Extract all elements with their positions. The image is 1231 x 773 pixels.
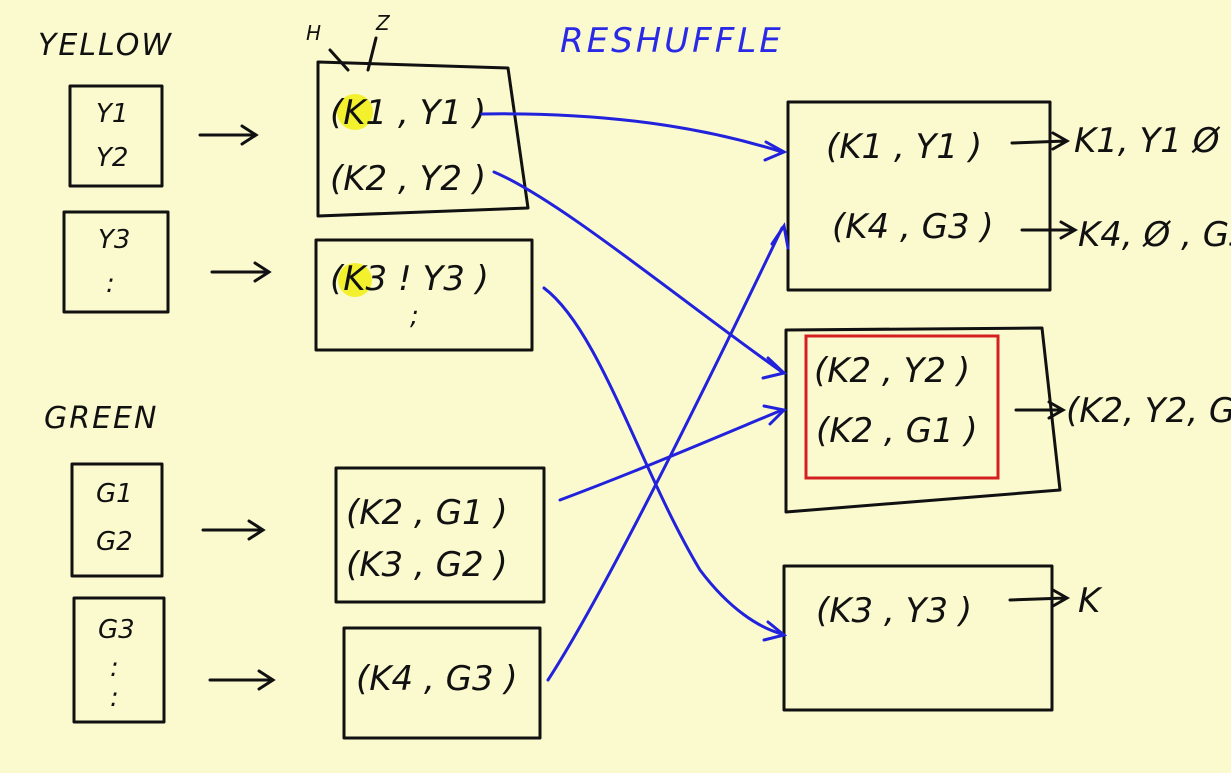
yellow-key-highlight-1 — [337, 94, 373, 130]
green-block-1-line-1: G1 — [96, 479, 133, 509]
green-keyed-2-line-1: (K4 , G3 ) — [356, 659, 518, 699]
green-block-2-line-1: G3 — [98, 615, 135, 645]
yellow-label: YELLOW — [38, 28, 173, 63]
shuffle-arrow-k2y2-to-bucket-2 — [492, 170, 784, 374]
bucket-1-result-2: K4, Ø , G3 — [1078, 215, 1231, 255]
shuffle-arrowhead-5 — [770, 222, 790, 250]
yellow-block-1 — [68, 84, 164, 188]
yellow-keyed-1-line-2: (K2 , Y2 ) — [330, 159, 486, 199]
green-map-arrow-1 — [201, 519, 266, 541]
yellow-block-1-line-1: Y1 — [96, 99, 128, 129]
yellow-block-1-line-2: Y2 — [96, 143, 128, 173]
bucket-2-group-highlight — [804, 334, 1000, 480]
yellow-map-arrow-2 — [210, 261, 272, 283]
shuffle-arrow-k2g1-to-bucket-2 — [558, 408, 784, 502]
bucket-2-result-text: (K2, Y2, G1 — [1066, 391, 1231, 431]
yellow-keyed-2-line-2: ; — [410, 301, 419, 331]
shuffle-arrowhead-3 — [762, 620, 788, 642]
yellow-map-arrow-1 — [198, 124, 259, 146]
bucket-3 — [782, 564, 1054, 712]
bucket-1-result-arrow-2 — [1020, 220, 1079, 240]
bucket-1-result-arrow-1 — [1010, 131, 1071, 151]
yellow-keyed-1-line-1: (K1 , Y1 ) — [330, 93, 486, 133]
header-mark-h: H — [306, 21, 321, 45]
green-keyed-1-line-1: (K2 , G1 ) — [346, 493, 508, 533]
bucket-2 — [784, 326, 1062, 514]
green-keyed-box-2 — [342, 626, 542, 740]
bucket-1-line-1: (K1 , Y1 ) — [826, 127, 982, 167]
shuffle-arrow-k1y1-to-bucket-1 — [480, 112, 784, 154]
yellow-block-2-line-1: Y3 — [98, 225, 130, 255]
shuffle-arrowhead-2 — [761, 356, 788, 380]
green-block-1-line-2: G2 — [96, 527, 133, 557]
green-label: GREEN — [44, 401, 158, 436]
bucket-3-result-arrow — [1008, 588, 1071, 608]
green-keyed-1-line-2: (K3 , G2 ) — [346, 545, 508, 585]
yellow-keyed-2-line-1: (K3 ! Y3 ) — [330, 259, 489, 299]
bucket-3-result: K — [1078, 581, 1103, 621]
yellow-keyed-box-2 — [314, 238, 534, 352]
yellow-keyed-box-1 — [316, 60, 530, 218]
bucket-2-result-arrow — [1014, 400, 1067, 420]
shuffle-arrow-k4g3-to-bucket-1 — [546, 226, 784, 682]
bucket-3-line-1: (K3 , Y3 ) — [816, 591, 972, 631]
green-block-1 — [70, 462, 164, 578]
bucket-1 — [786, 100, 1052, 292]
bucket-1-result-1: K1, Y1 Ø — [1074, 121, 1221, 161]
green-map-arrow-2 — [208, 669, 276, 691]
shuffle-arrowhead-4 — [762, 404, 788, 426]
green-keyed-box-1 — [334, 466, 546, 604]
bucket-2-line-2: (K2 , G1 ) — [816, 411, 978, 451]
yellow-key-highlight-2 — [338, 263, 372, 297]
green-block-2 — [72, 596, 166, 724]
shuffle-arrowhead-1 — [763, 140, 788, 162]
bucket-2-line-1: (K2 , Y2 ) — [814, 351, 970, 391]
yellow-block-2 — [62, 210, 170, 314]
bucket-1-line-2: (K4 , G3 ) — [832, 207, 994, 247]
header-mark-z: Z — [375, 11, 391, 35]
reshuffle-title: RESHUFFLE — [560, 21, 784, 61]
green-block-2-line-2: : — [110, 653, 119, 683]
shuffle-arrow-k3y3-to-bucket-3 — [542, 286, 784, 636]
green-block-2-line-3: : — [110, 683, 119, 713]
yellow-block-2-line-2: : — [106, 269, 115, 299]
